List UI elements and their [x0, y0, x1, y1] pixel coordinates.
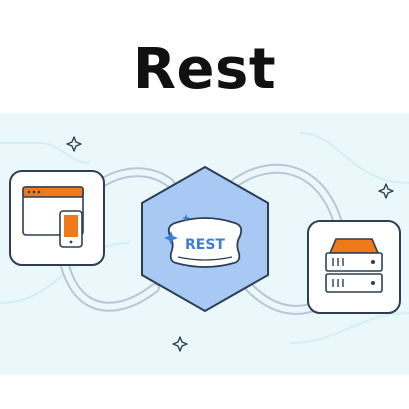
sparkle-icon	[66, 136, 394, 352]
page-title: Rest	[132, 37, 277, 102]
browser-and-tablet-icon	[22, 186, 84, 248]
sparkle-icon	[164, 214, 190, 245]
rest-diagram: REST	[0, 113, 409, 375]
server-node	[307, 220, 401, 314]
server-icon	[325, 238, 383, 293]
rest-label: REST	[185, 237, 225, 253]
api-node: REST	[141, 165, 269, 313]
client-node	[9, 170, 105, 266]
